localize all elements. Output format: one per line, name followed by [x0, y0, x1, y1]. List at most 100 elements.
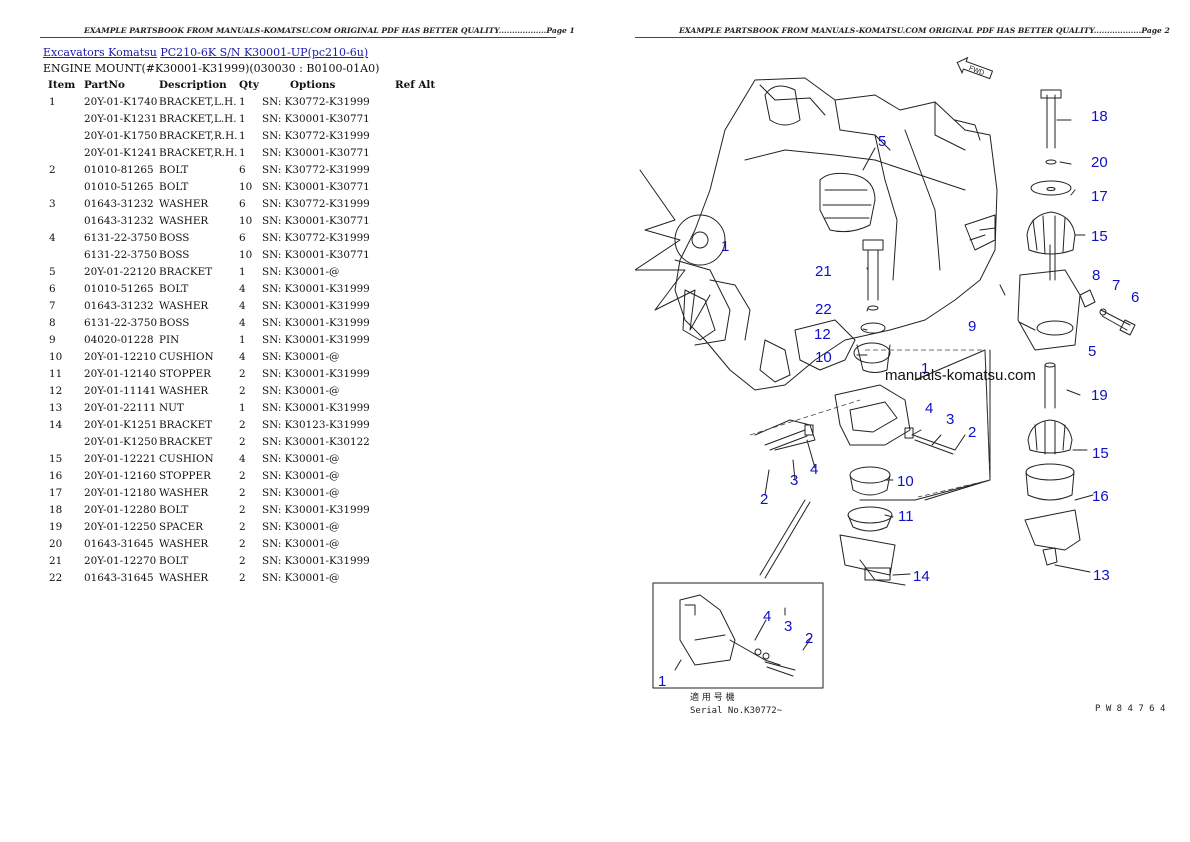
cell-options: SN: K30001-K31999	[262, 503, 370, 516]
cell-options: SN: K30001-@	[262, 520, 340, 533]
cell-options: SN: K30001-K31999	[262, 333, 370, 346]
cell-item	[42, 178, 84, 195]
header-rule	[635, 37, 1151, 38]
cell-options: SN: K30001-K30771	[262, 214, 370, 227]
cell-ref-alt	[395, 433, 445, 450]
callout: 14	[913, 568, 930, 585]
cell-description: CUSHION	[159, 452, 214, 465]
cell-item: 1	[49, 95, 56, 108]
cell-qty: 1	[239, 129, 246, 142]
cell-partno: 20Y-01-22120	[84, 265, 157, 278]
callout: 15	[1091, 228, 1108, 245]
cell-item: 3	[49, 197, 56, 210]
cell-partno: 01643-31645	[84, 537, 154, 550]
cell-options: SN: K30772-K31999	[262, 231, 370, 244]
dashed-outline	[749, 349, 991, 498]
callout: 11	[898, 508, 914, 525]
callout: 5	[878, 133, 886, 150]
cell-qty: 10	[239, 214, 253, 227]
callout: 21	[815, 263, 832, 280]
cell-description: WASHER	[159, 571, 209, 584]
cell-item: 4	[49, 231, 56, 244]
breadcrumb-link-excavators[interactable]: Excavators Komatsu	[43, 46, 157, 59]
cell-partno: 6131-22-3750	[84, 316, 158, 329]
cell-qty: 1	[239, 146, 246, 159]
cell-options: SN: K30001-@	[262, 469, 340, 482]
inset-caption-serial: Serial No.K30772~	[690, 706, 783, 716]
cell-item: 10	[49, 350, 63, 363]
callouts: 1 1 1 2 2 2 3 3 3 4 4 4 5 5 6 7 8 9 10 1…	[658, 108, 1139, 690]
cell-ref-alt	[395, 382, 445, 399]
column-header-partno: PartNo	[84, 79, 125, 91]
cell-ref-alt	[395, 229, 445, 246]
cell-qty: 2	[239, 571, 246, 584]
cell-qty: 4	[239, 350, 246, 363]
cell-item: 13	[49, 401, 63, 414]
callout: 17	[1091, 188, 1108, 205]
cell-options: SN: K30772-K31999	[262, 95, 370, 108]
cell-description: WASHER	[159, 537, 209, 550]
parts-table: Item PartNo Description Qty Options Ref …	[42, 77, 445, 586]
callout: 6	[1131, 289, 1139, 306]
cell-description: BOLT	[159, 554, 189, 567]
cell-partno: 20Y-01-12210	[84, 350, 157, 363]
callout: 7	[1112, 277, 1120, 294]
cell-ref-alt	[395, 467, 445, 484]
callout: 3	[790, 472, 798, 489]
cell-qty: 2	[239, 435, 246, 448]
cell-description: WASHER	[159, 197, 209, 210]
cell-ref-alt	[395, 212, 445, 229]
cell-qty: 2	[239, 418, 246, 431]
cell-options: SN: K30772-K31999	[262, 197, 370, 210]
callout: 8	[1092, 267, 1100, 284]
cell-ref-alt	[395, 263, 445, 280]
callout: 18	[1091, 108, 1108, 125]
cell-qty: 4	[239, 316, 246, 329]
cell-qty: 2	[239, 554, 246, 567]
cell-description: PIN	[159, 333, 180, 346]
cell-options: SN: K30001-K31999	[262, 554, 370, 567]
callout: 13	[1093, 567, 1110, 584]
cell-description: WASHER	[159, 486, 209, 499]
cell-partno: 20Y-01-12140	[84, 367, 157, 380]
cell-ref-alt	[395, 535, 445, 552]
breadcrumb-link-model[interactable]: PC210-6K S/N K30001-UP(pc210-6u)	[160, 46, 369, 59]
cell-ref-alt	[395, 93, 445, 110]
cell-ref-alt	[395, 127, 445, 144]
cell-qty: 10	[239, 248, 253, 261]
cell-description: BOLT	[159, 163, 189, 176]
cell-qty: 1	[239, 265, 246, 278]
cell-partno: 01010-51265	[84, 282, 154, 295]
cell-options: SN: K30001-@	[262, 537, 340, 550]
cell-options: SN: K30001-K31999	[262, 299, 370, 312]
cell-partno: 20Y-01-K1251	[84, 418, 158, 431]
cell-partno: 6131-22-3750	[84, 231, 158, 244]
cell-qty: 1	[239, 333, 246, 346]
cell-options: SN: K30001-K30771	[262, 112, 370, 125]
cell-partno: 01643-31232	[84, 299, 154, 312]
cell-description: BRACKET,R.H.	[159, 129, 238, 142]
page-header: EXAMPLE PARTSBOOK FROM MANUALS-KOMATSU.C…	[84, 26, 575, 35]
cell-options: SN: K30772-K31999	[262, 163, 370, 176]
cell-description: BRACKET	[159, 265, 213, 278]
cell-description: BRACKET,L.H.	[159, 112, 237, 125]
cell-item	[42, 433, 84, 450]
cell-ref-alt	[395, 178, 445, 195]
cell-qty: 1	[239, 401, 246, 414]
cell-options: SN: K30001-@	[262, 265, 340, 278]
cell-partno: 20Y-01-K1750	[84, 129, 158, 142]
cell-partno: 01010-51265	[84, 180, 154, 193]
callout: 3	[784, 618, 792, 635]
cell-item	[42, 246, 84, 263]
cell-item: 14	[49, 418, 63, 431]
callout: 3	[946, 411, 954, 428]
callout: 9	[968, 318, 976, 335]
